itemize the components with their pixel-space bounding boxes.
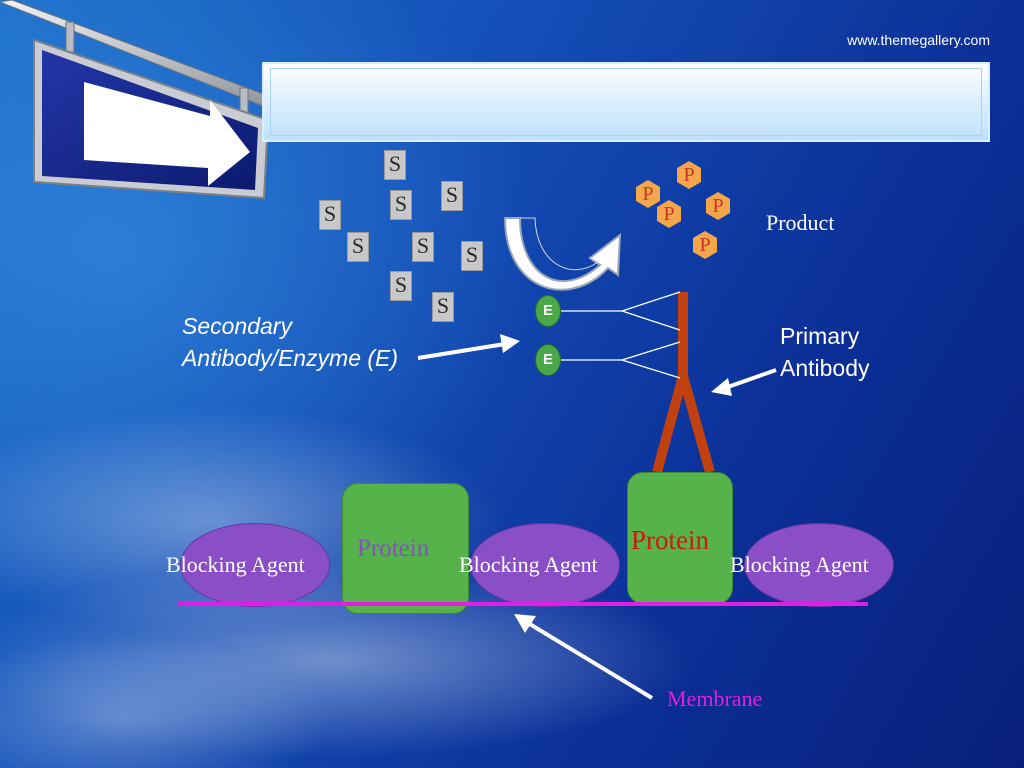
protein-label-right: Protein <box>631 525 709 555</box>
product-p: P <box>706 192 730 220</box>
product-p: P <box>657 200 681 228</box>
secondary-antibody-label: Secondary Antibody/Enzyme (E) <box>182 313 399 371</box>
primary-antibody-label: Primary Antibody <box>780 323 870 381</box>
protein-label-left: Protein <box>357 535 430 562</box>
secondary-antibody-lines <box>561 291 681 379</box>
blocking-agent-label: Blocking Agent <box>730 552 869 577</box>
substrate-s: S <box>319 200 341 230</box>
primary-antibody <box>652 292 715 474</box>
membrane-line <box>178 602 868 606</box>
substrate-s: S <box>384 150 406 180</box>
signpost-arrow-icon <box>0 0 286 200</box>
blocking-agent-right <box>744 523 894 607</box>
substrate-s: S <box>441 181 463 211</box>
product-p: P <box>693 231 717 259</box>
substrate-s: S <box>432 292 454 322</box>
pointer-arrows <box>417 334 777 700</box>
substrate-s: S <box>412 232 434 262</box>
title-bar-frame <box>270 68 982 136</box>
product-p-label: P <box>683 164 695 186</box>
product-label: Product <box>766 210 835 235</box>
enzyme-e: E <box>535 344 561 376</box>
product-p-label: P <box>699 234 711 256</box>
blocking-agent-label: Blocking Agent <box>459 552 598 577</box>
title-bar <box>262 62 990 142</box>
membrane-label: Membrane <box>667 686 763 711</box>
blocking-agent-left <box>180 523 330 607</box>
substrate-s: S <box>347 232 369 262</box>
product-p: P <box>636 180 660 208</box>
conversion-arrow-icon <box>503 217 622 291</box>
substrate-s: S <box>390 271 412 301</box>
blocking-agent-label: Blocking Agent <box>166 552 305 577</box>
protein-right <box>627 472 733 604</box>
website-url: www.themegallery.com <box>847 32 990 48</box>
product-p: P <box>677 161 701 189</box>
substrate-s: S <box>461 241 483 271</box>
product-p-label: P <box>663 203 675 225</box>
protein-left <box>342 483 469 614</box>
product-p-label: P <box>642 183 654 205</box>
blocking-agent-middle <box>470 523 620 607</box>
product-p-label: P <box>712 195 724 217</box>
enzyme-e: E <box>535 295 561 327</box>
substrate-s: S <box>390 190 412 220</box>
